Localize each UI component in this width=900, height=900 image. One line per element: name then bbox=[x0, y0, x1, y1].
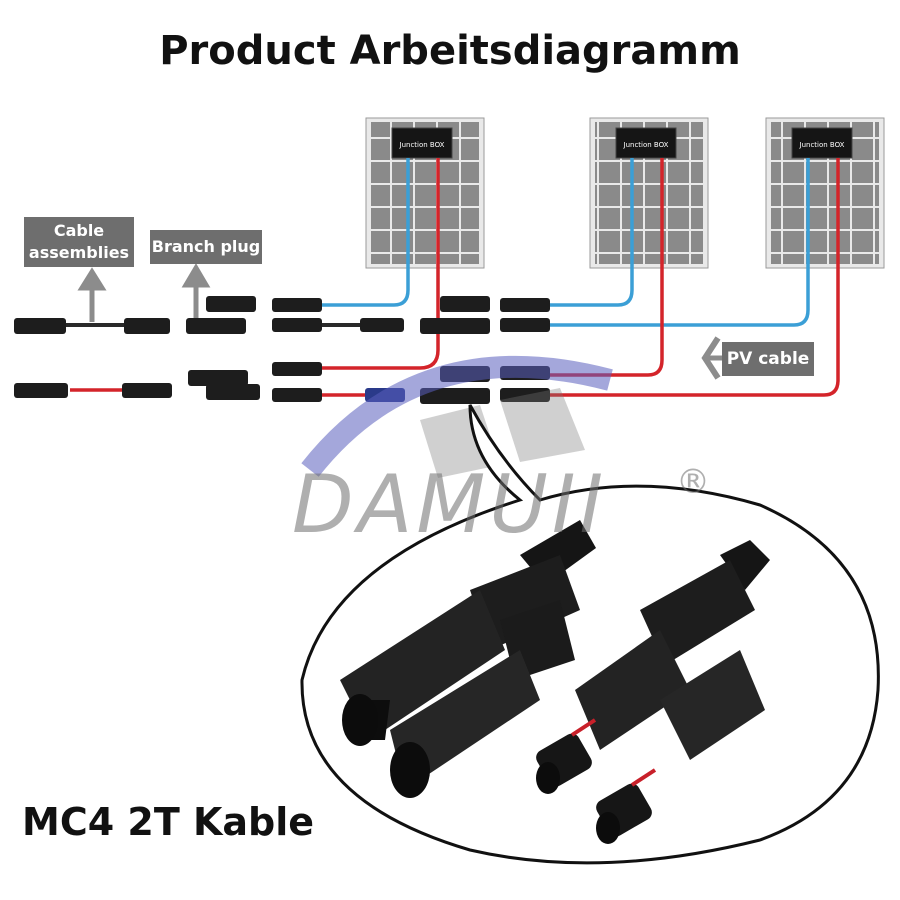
label-pv-cable: PV cable bbox=[722, 342, 814, 376]
solar-panel-icon bbox=[765, 117, 885, 269]
junction-box-icon bbox=[615, 127, 677, 159]
branch-connector-icon bbox=[340, 520, 596, 798]
junction-box-label: Junction BOX bbox=[799, 141, 845, 149]
mc4-connector-icon bbox=[500, 298, 550, 402]
mc4-connector-icon bbox=[14, 318, 172, 398]
registered-mark: ® bbox=[676, 462, 710, 502]
label-branch-plug: Branch plug bbox=[150, 230, 262, 264]
positive-wires bbox=[70, 158, 840, 397]
double-arrow-icon bbox=[701, 336, 722, 380]
solar-panel-icon bbox=[589, 117, 709, 269]
branch-connector-icon bbox=[536, 540, 770, 844]
negative-wires bbox=[320, 158, 810, 327]
product-label: MC4 2T Kable bbox=[22, 800, 315, 844]
brand-watermark: DAMUII bbox=[292, 458, 608, 551]
arrow-up-icon bbox=[77, 267, 107, 322]
junction-box-label: Junction BOX bbox=[399, 141, 445, 149]
junction-box-icon bbox=[391, 127, 453, 159]
branch-connector-icon bbox=[186, 296, 260, 400]
arrow-up-icon bbox=[181, 263, 211, 318]
watermark-swoosh bbox=[301, 355, 613, 477]
junction-box-label: Junction BOX bbox=[623, 141, 669, 149]
mc4-connector-icon bbox=[272, 298, 405, 402]
solar-panel-icon bbox=[365, 117, 485, 269]
page-title: Product Arbeitsdiagramm bbox=[159, 28, 741, 74]
junction-box-icon bbox=[791, 127, 853, 159]
label-cable-assemblies: Cable assemblies bbox=[24, 217, 134, 267]
